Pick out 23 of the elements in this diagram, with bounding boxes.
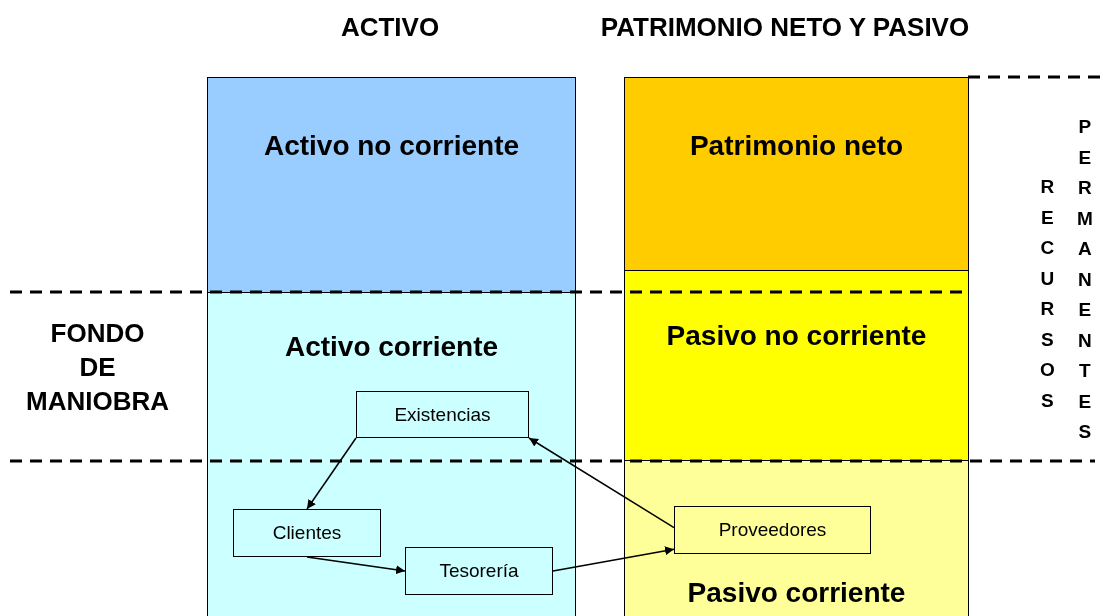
arrow (306, 556, 406, 575)
balance-block (624, 77, 969, 271)
column-heading: PATRIMONIO NETO Y PASIVO (599, 11, 971, 44)
account-box: Clientes (233, 509, 381, 557)
vertical-side-label: RECURSOS (1040, 175, 1055, 413)
block-heading: Activo no corriente (262, 130, 521, 162)
account-box: Tesorería (405, 547, 553, 595)
account-box: Existencias (356, 391, 529, 438)
side-label: FONDO DE MANIOBRA (25, 317, 170, 418)
balance-block (207, 292, 576, 616)
block-heading: Pasivo no corriente (665, 320, 928, 352)
balance-block (624, 270, 969, 461)
arrow (528, 437, 675, 529)
arrow (306, 437, 357, 510)
block-heading: Activo corriente (283, 331, 500, 363)
column-heading: ACTIVO (339, 11, 441, 44)
vertical-side-label: PERMANENTES (1077, 115, 1093, 444)
balance-block (624, 460, 969, 616)
block-heading: Patrimonio neto (688, 130, 905, 162)
balance-block (207, 77, 576, 293)
block-heading: Pasivo corriente (686, 577, 907, 609)
account-box: Proveedores (674, 506, 871, 554)
arrow (552, 546, 675, 572)
